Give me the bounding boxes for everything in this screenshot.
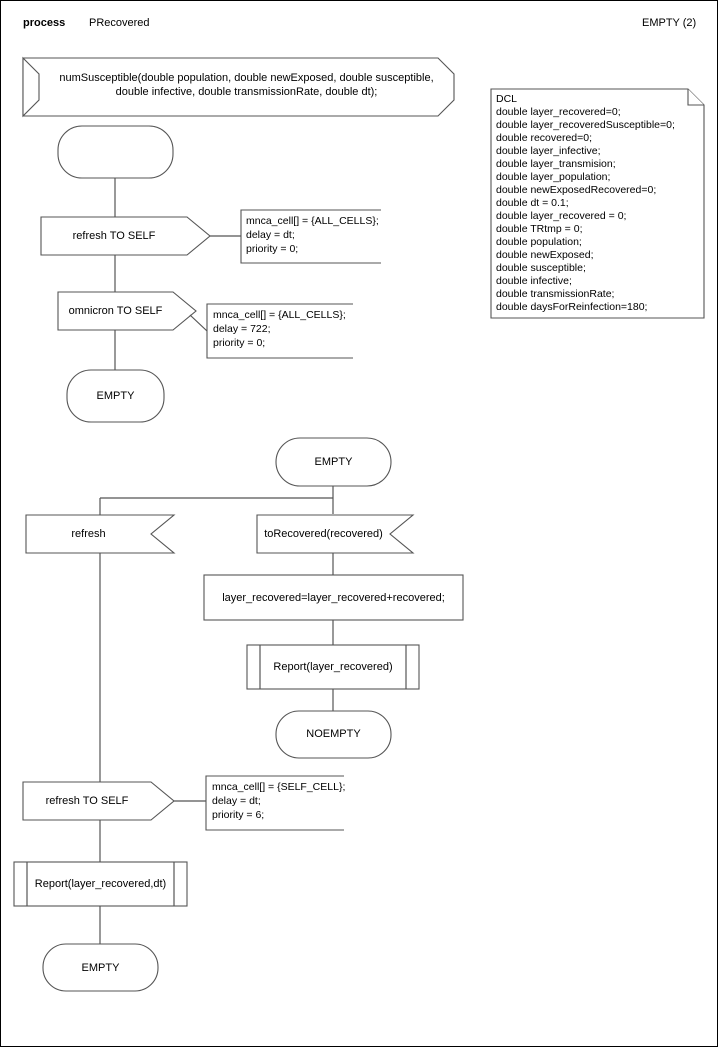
procedure-header-shape <box>22 56 455 118</box>
comment-1-line2: delay = dt; <box>246 229 295 241</box>
task-assign-shape <box>203 574 464 621</box>
state-empty-3-shape <box>42 943 159 992</box>
process-keyword-label: process <box>23 17 66 29</box>
procedure-header-line1: numSusceptible(double population, double… <box>59 72 434 84</box>
comment-2-line3: priority = 0; <box>213 337 266 349</box>
comment-2-line2: delay = 722; <box>213 323 271 335</box>
output-omnicron-self-label: omnicron TO SELF <box>68 305 163 317</box>
state-indicator-label: EMPTY (2) <box>642 17 697 29</box>
output-omnicron-self-shape <box>57 291 197 331</box>
dcl-title: DCL <box>496 93 518 105</box>
state-empty-2-label: EMPTY <box>314 456 353 468</box>
comment-2-line1: mnca_cell[] = {ALL_CELLS}; <box>213 309 346 321</box>
dcl-line-14: double transmissionRate; <box>496 288 615 300</box>
input-refresh-shape <box>25 514 176 554</box>
dcl-line-1: double layer_recoveredSusceptible=0; <box>496 119 675 131</box>
comment-3-line2: delay = dt; <box>212 795 261 807</box>
dcl-line-0: double layer_recovered=0; <box>496 106 621 118</box>
start-state-shape <box>57 125 174 179</box>
page-title: PRecovered <box>89 17 150 29</box>
dcl-line-13: double infective; <box>496 275 572 287</box>
procedure-header-line2: double infective, double transmissionRat… <box>115 86 378 98</box>
call-report-1-label: Report(layer_recovered) <box>273 661 393 673</box>
task-assign-label: layer_recovered=layer_recovered+recovere… <box>222 592 445 604</box>
dcl-line-10: double population; <box>496 236 582 248</box>
dcl-line-4: double layer_transmision; <box>496 158 616 170</box>
comment-3-line1: mnca_cell[] = {SELF_CELL}; <box>212 781 346 793</box>
call-report-2-label: Report(layer_recovered,dt) <box>34 878 167 890</box>
comment-3-line3: priority = 6; <box>212 809 265 821</box>
dcl-line-2: double recovered=0; <box>496 132 593 144</box>
comment-1-shape <box>240 209 381 264</box>
input-refresh-label: refresh <box>71 528 106 540</box>
output-refresh-self-1-label: refresh TO SELF <box>72 230 156 242</box>
output-refresh-self-2-shape <box>22 781 175 821</box>
state-empty-3-label: EMPTY <box>81 962 120 974</box>
input-torecovered-shape <box>256 514 415 554</box>
dcl-line-3: double layer_infective; <box>496 145 601 157</box>
dcl-line-12: double susceptible; <box>496 262 586 274</box>
dcl-line-8: double layer_recovered = 0; <box>496 210 627 222</box>
comment-2-shape <box>206 303 353 359</box>
output-refresh-self-1-shape <box>40 216 211 256</box>
dcl-line-6: double newExposedRecovered=0; <box>496 184 657 196</box>
dcl-line-7: double dt = 0.1; <box>496 197 569 209</box>
state-empty-1-shape <box>66 369 165 423</box>
output-refresh-self-2-label: refresh TO SELF <box>45 795 129 807</box>
input-torecovered-label: toRecovered(recovered) <box>264 528 383 540</box>
dcl-line-11: double newExposed; <box>496 249 594 261</box>
state-noempty-label: NOEMPTY <box>306 728 361 740</box>
state-noempty-shape <box>275 710 392 759</box>
call-report-2-shape <box>13 861 188 907</box>
call-report-1-shape <box>246 644 420 690</box>
dcl-line-9: double TRtmp = 0; <box>496 223 583 235</box>
state-empty-1-label: EMPTY <box>96 390 135 402</box>
dcl-note-shape <box>490 88 705 319</box>
comment-1-line3: priority = 0; <box>246 243 299 255</box>
comment-3-shape <box>205 775 344 831</box>
dcl-line-5: double layer_population; <box>496 171 611 183</box>
connector-omnicron-to-comment2 <box>189 314 208 332</box>
dcl-line-15: double daysForReinfection=180; <box>496 301 648 313</box>
comment-1-line1: mnca_cell[] = {ALL_CELLS}; <box>246 215 379 227</box>
